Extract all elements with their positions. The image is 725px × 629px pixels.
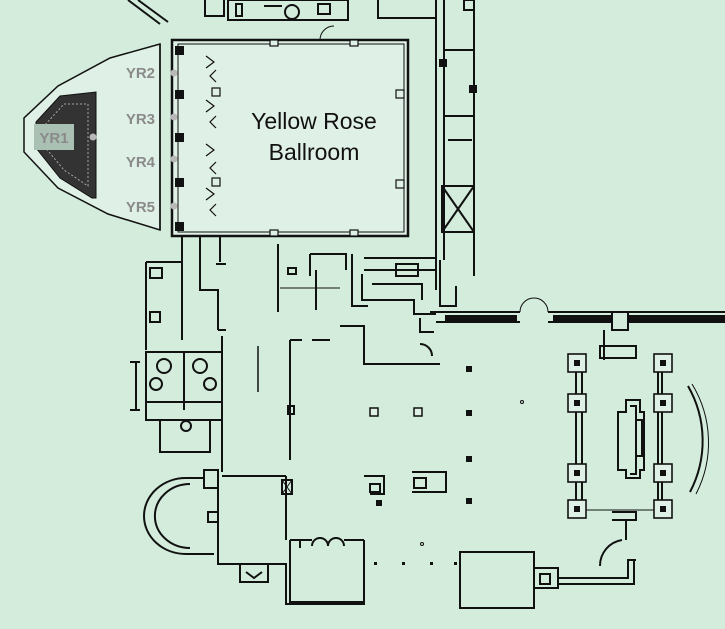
yr4-marker (170, 155, 178, 163)
east-pavilion (567, 330, 709, 519)
yr4-label: YR4 (126, 154, 156, 171)
south-room (289, 537, 457, 603)
ballroom-title-line1: Yellow Rose (251, 108, 377, 134)
prefunction-area (145, 236, 457, 350)
yr5-marker (170, 202, 178, 210)
yr2-marker (170, 69, 178, 77)
rotunda (143, 469, 365, 605)
ballroom-structure (170, 25, 410, 238)
yr1-label-bg (34, 124, 74, 150)
lobby-fixtures (281, 471, 447, 495)
yr5-label: YR5 (126, 199, 155, 216)
southeast-room (459, 511, 637, 609)
yr3-label: YR3 (126, 111, 155, 128)
yr3-marker (170, 113, 178, 121)
room-markers (89, 69, 178, 210)
room-labels: YR1 YR2 YR3 YR4 YR5 Yellow Rose Ballroom (34, 65, 377, 216)
yr2-label: YR2 (126, 65, 155, 82)
service-corridor (435, 0, 477, 276)
restroom-block (130, 325, 440, 472)
lobby-pillars (369, 366, 524, 546)
ballroom-title-line2: Ballroom (269, 139, 360, 165)
yr1-marker (89, 133, 97, 141)
yr1-label: YR1 (39, 130, 68, 147)
top-structures (127, 0, 475, 25)
east-corridor (419, 297, 725, 333)
